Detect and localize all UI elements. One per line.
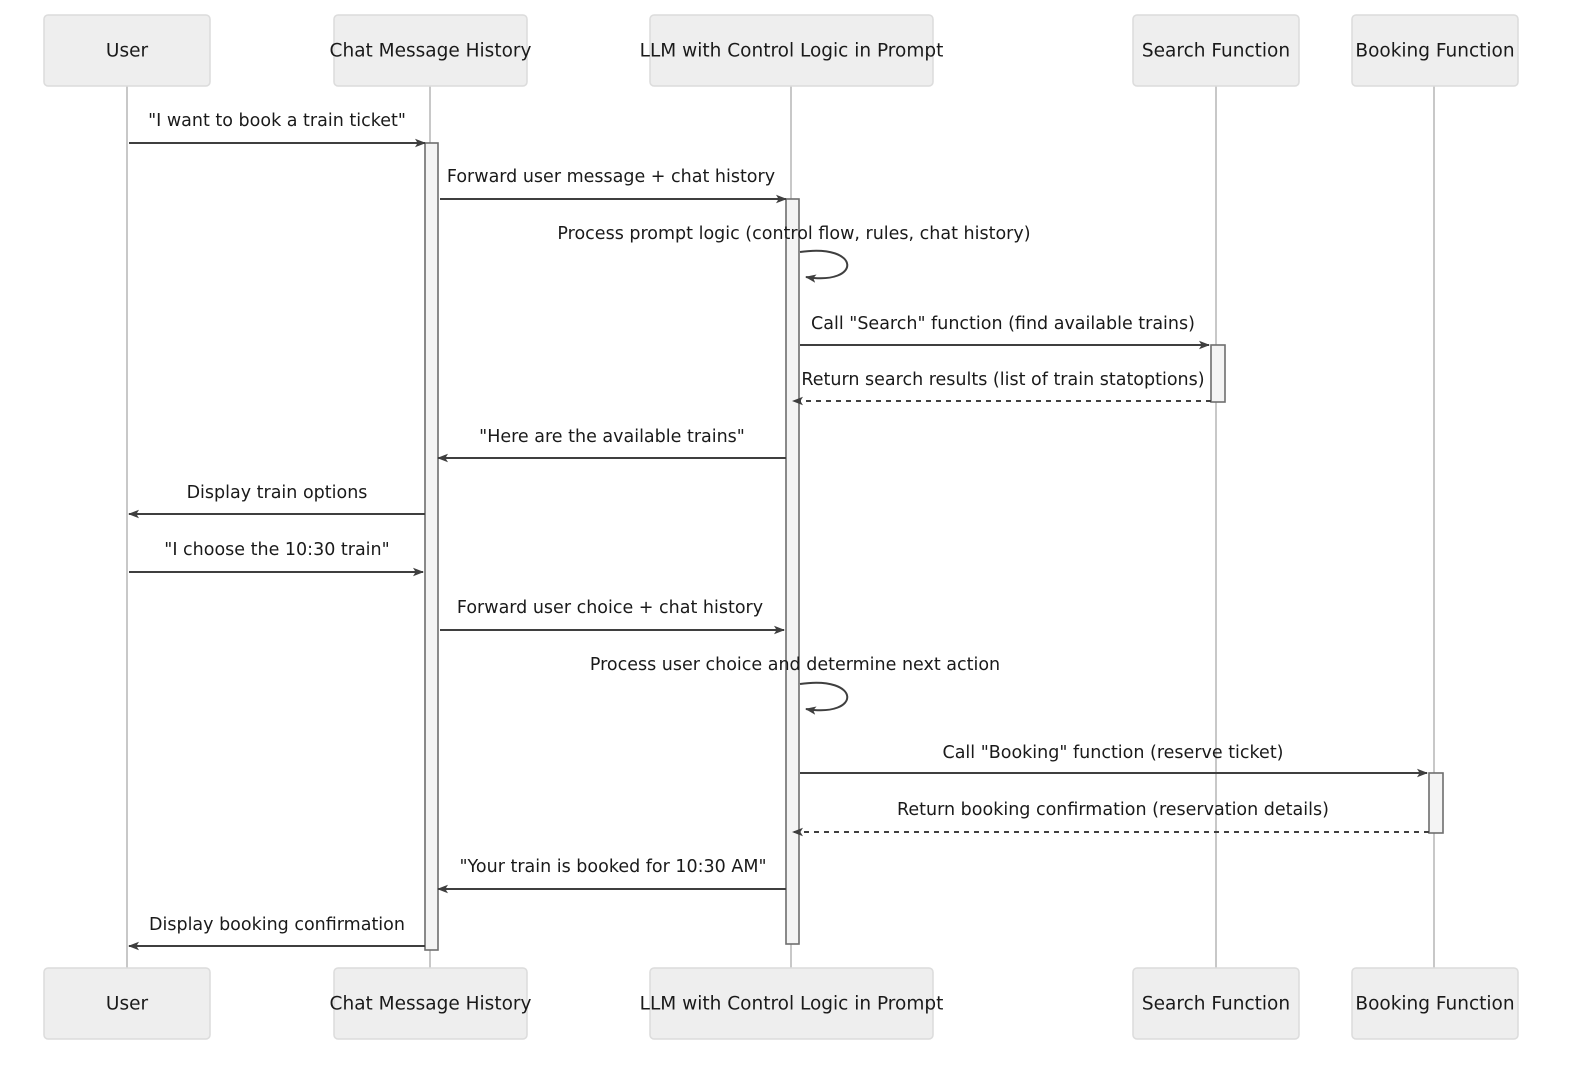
message-msg-13: "Your train is booked for 10:30 AM" <box>437 857 786 894</box>
participant-user-top[interactable]: User <box>43 14 211 87</box>
act-booking <box>1428 772 1444 834</box>
message-label-msg-13: "Your train is booked for 10:30 AM" <box>459 857 766 877</box>
participant-label-search_fn-top: Search Function <box>1142 41 1290 62</box>
act-chat-history <box>424 142 439 951</box>
participant-label-chat_history-bottom: Chat Message History <box>330 994 532 1015</box>
participant-label-llm-top: LLM with Control Logic in Prompt <box>640 41 944 62</box>
message-msg-6: "Here are the available trains" <box>437 427 786 463</box>
activations-group <box>424 142 1444 951</box>
participant-box-llm-bottom[interactable] <box>649 967 934 1040</box>
participant-box-search_fn-bottom[interactable] <box>1132 967 1300 1040</box>
participant-label-booking_fn-bottom: Booking Function <box>1355 994 1514 1015</box>
message-label-msg-3: Process prompt logic (control flow, rule… <box>557 224 1030 244</box>
message-msg-10: Process user choice and determine next a… <box>590 655 1000 715</box>
message-label-msg-5: Return search results (list of train sta… <box>801 370 1204 390</box>
act-llm <box>785 198 800 945</box>
message-msg-14: Display booking confirmation <box>128 915 425 951</box>
participant-search_fn-top[interactable]: Search Function <box>1132 14 1300 87</box>
participant-box-user-bottom[interactable] <box>43 967 211 1040</box>
participant-booking_fn-bottom[interactable]: Booking Function <box>1351 967 1519 1040</box>
message-label-msg-2: Forward user message + chat history <box>447 167 775 187</box>
participant-label-search_fn-bottom: Search Function <box>1142 994 1290 1015</box>
participant-chat_history-top[interactable]: Chat Message History <box>330 14 532 87</box>
participant-llm-bottom[interactable]: LLM with Control Logic in Prompt <box>640 967 944 1040</box>
participant-box-chat_history-top[interactable] <box>333 14 528 87</box>
participant-box-user-top[interactable] <box>43 14 211 87</box>
message-msg-1: "I want to book a train ticket" <box>129 111 426 148</box>
message-label-msg-8: "I choose the 10:30 train" <box>164 540 389 560</box>
participant-search_fn-bottom[interactable]: Search Function <box>1132 967 1300 1040</box>
message-label-msg-11: Call "Booking" function (reserve ticket) <box>942 743 1283 763</box>
participant-user-bottom[interactable]: User <box>43 967 211 1040</box>
participant-box-booking_fn-bottom[interactable] <box>1351 967 1519 1040</box>
message-label-msg-9: Forward user choice + chat history <box>457 598 763 618</box>
participant-box-chat_history-bottom[interactable] <box>333 967 528 1040</box>
participant-label-llm-bottom: LLM with Control Logic in Prompt <box>640 994 944 1015</box>
participant-label-chat_history-top: Chat Message History <box>330 41 532 62</box>
message-label-msg-7: Display train options <box>187 483 368 503</box>
message-msg-12: Return booking confirmation (reservation… <box>792 800 1429 837</box>
message-msg-3: Process prompt logic (control flow, rule… <box>557 224 1031 283</box>
message-msg-8: "I choose the 10:30 train" <box>129 540 424 577</box>
message-label-msg-14: Display booking confirmation <box>149 915 405 935</box>
participant-box-search_fn-top[interactable] <box>1132 14 1300 87</box>
message-msg-4: Call "Search" function (find available t… <box>800 314 1210 350</box>
message-arrow-msg-10 <box>799 681 849 715</box>
message-msg-5: Return search results (list of train sta… <box>792 370 1211 406</box>
participant-booking_fn-top[interactable]: Booking Function <box>1351 14 1519 87</box>
participant-label-user-bottom: User <box>106 994 149 1015</box>
act-search <box>1210 344 1226 403</box>
message-label-msg-4: Call "Search" function (find available t… <box>811 314 1195 334</box>
message-msg-7: Display train options <box>128 483 425 519</box>
message-msg-9: Forward user choice + chat history <box>440 598 785 635</box>
message-arrow-msg-3 <box>799 249 849 283</box>
participant-label-booking_fn-top: Booking Function <box>1355 41 1514 62</box>
participant-box-booking_fn-top[interactable] <box>1351 14 1519 87</box>
message-msg-11: Call "Booking" function (reserve ticket) <box>800 743 1428 778</box>
message-msg-2: Forward user message + chat history <box>440 167 787 204</box>
participant-chat_history-bottom[interactable]: Chat Message History <box>330 967 532 1040</box>
message-label-msg-10: Process user choice and determine next a… <box>590 655 1000 675</box>
participant-llm-top[interactable]: LLM with Control Logic in Prompt <box>640 14 944 87</box>
message-label-msg-12: Return booking confirmation (reservation… <box>897 800 1329 820</box>
participant-box-llm-top[interactable] <box>649 14 934 87</box>
participant-label-user-top: User <box>106 41 149 62</box>
message-label-msg-6: "Here are the available trains" <box>479 427 745 447</box>
lifelines-group <box>126 86 1435 968</box>
message-label-msg-1: "I want to book a train ticket" <box>148 111 406 131</box>
messages-group: "I want to book a train ticket" Forward u… <box>128 111 1429 951</box>
